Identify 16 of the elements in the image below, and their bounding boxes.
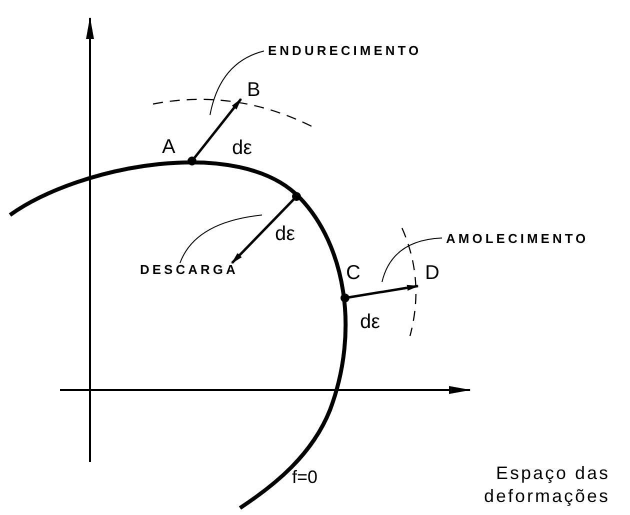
point-marker [292, 192, 301, 201]
annotation-label: ENDURECIMENTO [268, 44, 422, 57]
point-label: A [162, 137, 176, 157]
point-label: B [247, 80, 260, 100]
point-label: C [346, 263, 360, 283]
edge-label: dε [275, 224, 296, 244]
leader-line [382, 238, 442, 282]
edge-label: dε [232, 138, 252, 158]
leader-line [210, 50, 264, 116]
axis-label: Espaço das deformações [482, 462, 610, 508]
annotation-label: AMOLECIMENTO [446, 232, 589, 245]
point-label: D [425, 263, 440, 283]
leader-line [180, 214, 262, 264]
annotation-label: DESCARGA [140, 263, 238, 276]
edge-label: dε [360, 312, 380, 332]
curve-label: f=0 [292, 468, 318, 486]
